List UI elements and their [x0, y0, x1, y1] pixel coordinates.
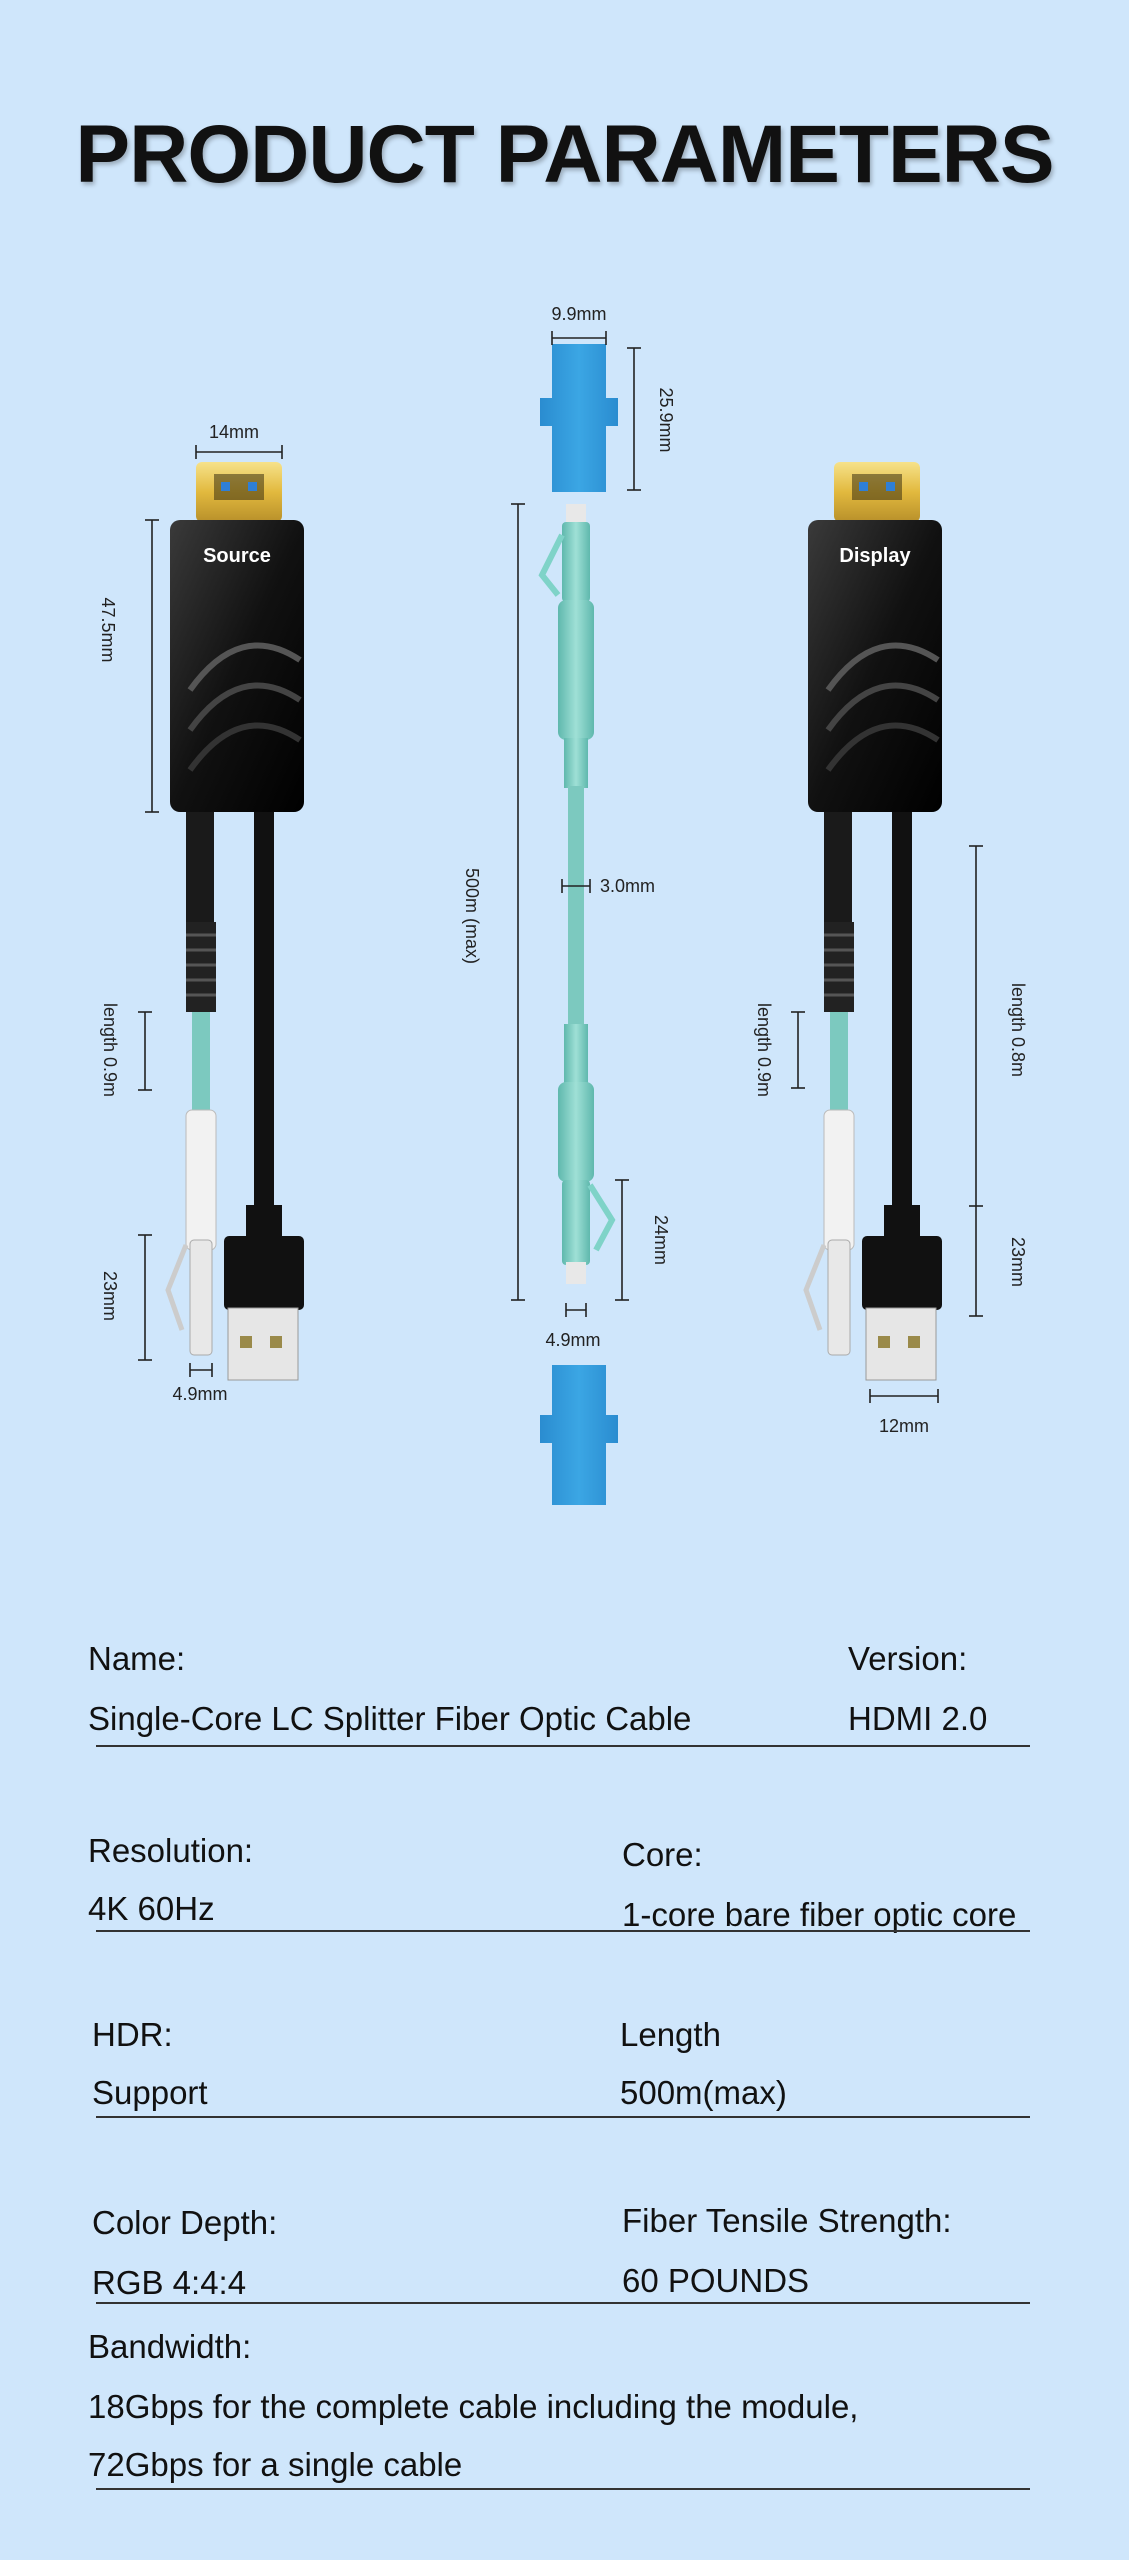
- source-fiber: [192, 1012, 210, 1112]
- hdr-value: Support: [92, 2074, 208, 2111]
- display-module-body: [808, 520, 942, 812]
- tensile-label: Fiber Tensile Strength:: [622, 2202, 952, 2239]
- dim-lc-width-top: 9.9mm: [551, 304, 606, 324]
- dim-fiber-diameter: 3.0mm: [600, 876, 655, 896]
- lc-connector-top: [558, 600, 594, 740]
- bandwidth-label: Bandwidth:: [88, 2328, 252, 2365]
- color-depth-value: RGB 4:4:4: [92, 2264, 247, 2301]
- core-value: 1-core bare fiber optic core: [622, 1896, 1017, 1933]
- display-fiber: [830, 1012, 848, 1112]
- source-label: Source: [203, 545, 271, 567]
- core-label: Core:: [622, 1836, 703, 1873]
- resolution-label: Resolution:: [88, 1832, 254, 1869]
- dim-display-usb-height: 23mm: [1008, 1237, 1028, 1287]
- dim-lc-height-bottom: 24mm: [651, 1215, 671, 1265]
- dimension-lines: [138, 331, 983, 1403]
- color-depth-label: Color Depth:: [92, 2204, 278, 2241]
- dim-source-length: length 0.9m: [100, 1003, 120, 1097]
- usb-plug-display: [862, 1236, 942, 1310]
- center-fiber-cable: [538, 344, 618, 1505]
- resolution-value: 4K 60Hz: [88, 1890, 215, 1927]
- divider: [96, 1930, 1030, 1932]
- dim-display-length-fiber: length 0.9m: [754, 1003, 774, 1097]
- source-module-body: [170, 520, 304, 812]
- name-value: Single-Core LC Splitter Fiber Optic Cabl…: [88, 1700, 692, 1737]
- product-diagram: Source: [98, 304, 1028, 1505]
- hdr-label: HDR:: [92, 2016, 173, 2053]
- source-module: Source: [165, 462, 304, 1381]
- dimension-labels: 14mm 47.5mm length 0.9m 23mm 4.9mm 9.9mm…: [98, 304, 1028, 1436]
- dim-source-lc-width: 4.9mm: [172, 1384, 227, 1404]
- divider: [96, 2488, 1030, 2490]
- dim-source-body-height: 47.5mm: [98, 597, 118, 662]
- dim-source-lc-height: 23mm: [100, 1271, 120, 1321]
- dim-lc-width-bottom: 4.9mm: [545, 1330, 600, 1350]
- bandwidth-line-2: 72Gbps for a single cable: [88, 2446, 463, 2483]
- usb-plug-source: [224, 1236, 304, 1310]
- lc-connector-bottom: [558, 1082, 594, 1182]
- dim-display-usb-width: 12mm: [879, 1416, 929, 1436]
- name-label: Name:: [88, 1640, 186, 1677]
- display-label: Display: [839, 545, 911, 567]
- fiber-cable: [568, 786, 584, 1026]
- lc-coupler-top: [540, 344, 618, 492]
- divider: [96, 2116, 1030, 2118]
- tensile-value: 60 POUNDS: [622, 2262, 810, 2299]
- bandwidth-line-1: 18Gbps for the complete cable including …: [88, 2388, 859, 2425]
- divider: [96, 1745, 1030, 1747]
- page-title: PRODUCT PARAMETERS: [75, 109, 1054, 200]
- dim-fiber-length: 500m (max): [462, 868, 482, 964]
- length-label: Length: [620, 2016, 721, 2053]
- dim-display-length-usb: length 0.8m: [1008, 983, 1028, 1077]
- divider: [96, 2302, 1030, 2304]
- lc-coupler-bottom: [540, 1365, 618, 1505]
- version-label: Version:: [848, 1640, 968, 1677]
- length-value: 500m(max): [620, 2074, 787, 2111]
- dim-lc-height-top: 25.9mm: [656, 387, 676, 452]
- dim-hdmi-width: 14mm: [209, 422, 259, 442]
- display-module: Display: [803, 462, 942, 1381]
- version-value: HDMI 2.0: [848, 1700, 988, 1737]
